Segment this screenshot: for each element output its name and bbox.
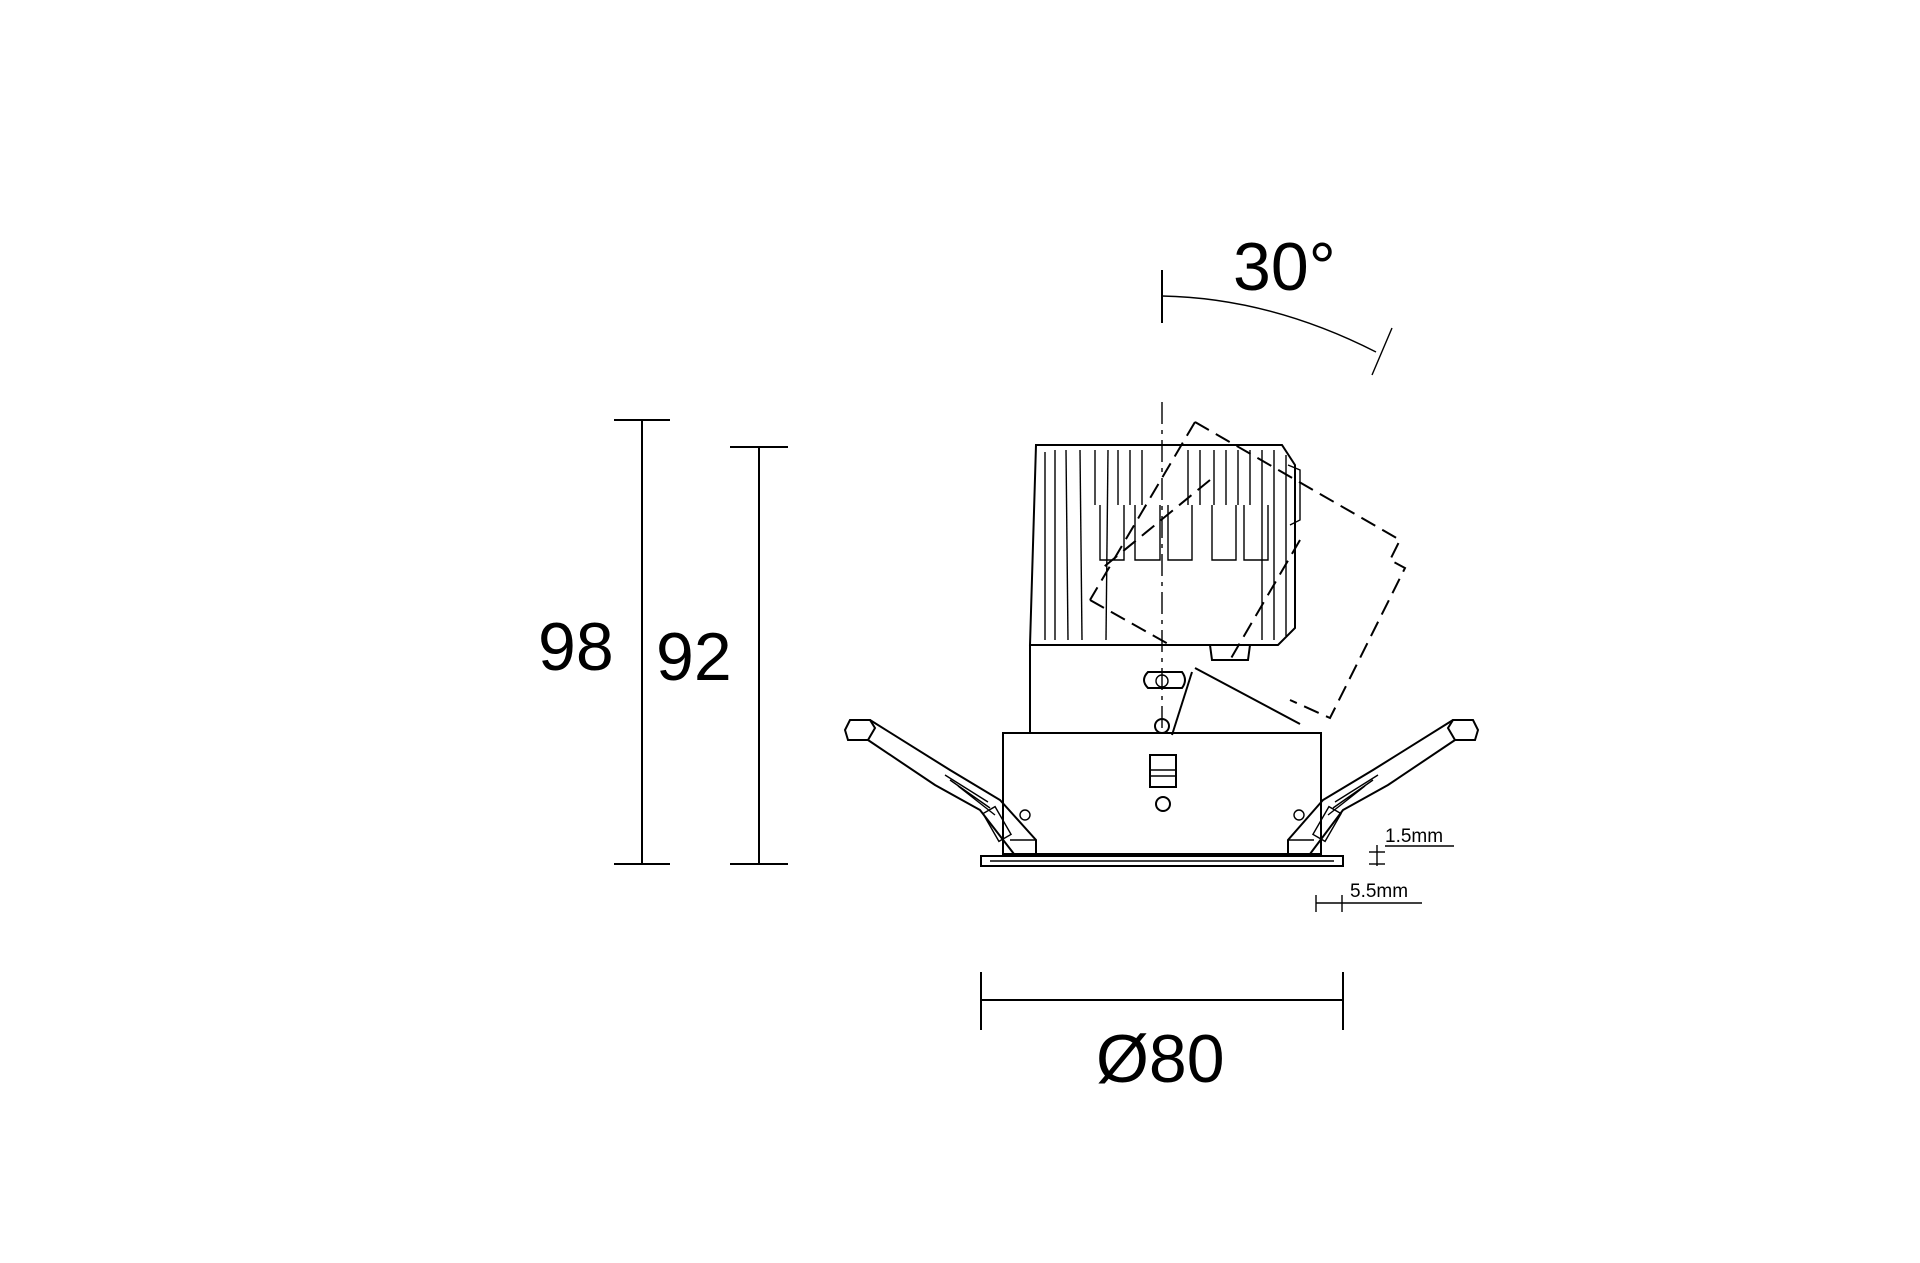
height-total-label: 98	[538, 609, 614, 685]
housing	[980, 732, 1344, 867]
dimension-flange-thickness: 1.5mm	[1369, 826, 1454, 866]
height-body-label: 92	[656, 619, 732, 695]
flange-thickness-label: 1.5mm	[1385, 826, 1443, 847]
spring-clip-left	[843, 719, 1037, 855]
dimension-flange-overhang: 5.5mm	[1315, 881, 1422, 912]
dimension-92: 92	[656, 446, 788, 865]
spring-clip-right	[1287, 719, 1480, 855]
dimension-diameter: Ø80	[980, 972, 1344, 1097]
heat-sink-head	[1028, 444, 1296, 661]
flange-overhang-label: 5.5mm	[1350, 881, 1408, 902]
dimension-98: 98	[538, 419, 670, 865]
tilted-head-outline	[1089, 421, 1407, 736]
dimension-tilt-angle: 30°	[1161, 229, 1393, 376]
tilt-angle-label: 30°	[1233, 229, 1336, 305]
diameter-label: Ø80	[1096, 1021, 1225, 1097]
